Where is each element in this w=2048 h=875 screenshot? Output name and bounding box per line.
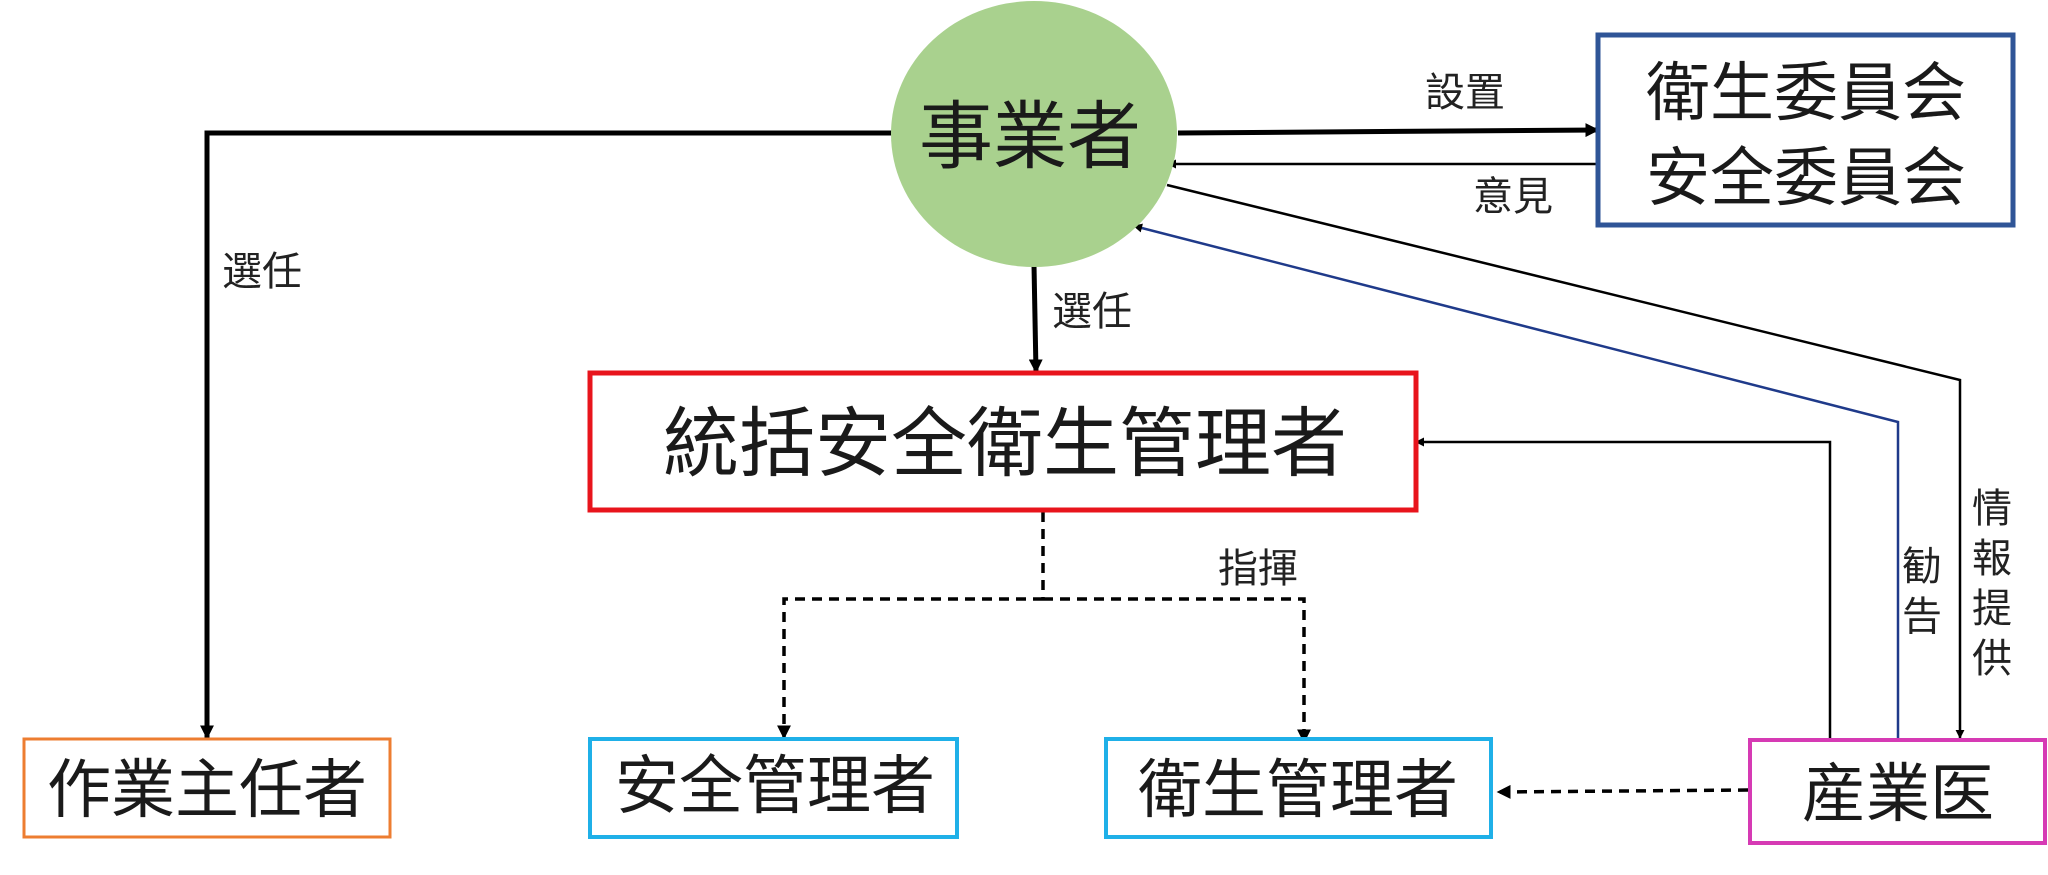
employer-label: 事業者 [919,94,1141,180]
advice-char: 告 [1902,594,1942,640]
work-chief-node: 作業主任者 [22,737,392,839]
advice-arrow [1133,223,1900,738]
install-label: 設置 [1425,70,1505,116]
committee-health-label: 衛生委員会 [1646,57,1966,131]
physician-to-health-manager-arrow [1496,784,1749,799]
general-manager-node: 統括安全衛生管理者 [587,370,1419,513]
safety-manager-box [588,737,959,839]
health-manager-box [1104,737,1493,839]
employer-ellipse [891,1,1177,267]
info-provision-arrow [1166,183,1965,739]
info-char: 提 [1972,586,2012,632]
info-provision-label: 情 報 提 供 [1972,486,2012,682]
general-manager-box [587,370,1419,513]
info-char: 情 [1972,486,2012,532]
industrial-physician-box [1748,738,2047,845]
advice-label: 勧 告 [1902,544,1942,640]
install-arrow [1177,123,1600,138]
safety-manager-node: 安全管理者 [588,737,959,839]
industrial-physician-node: 産業医 [1748,738,2047,845]
health-manager-label: 衛生管理者 [1138,754,1458,828]
appoint-left-label: 選任 [222,249,302,295]
appoint-work-chief-arrow [200,130,892,740]
info-char: 供 [1972,636,2012,682]
physician-to-general-manager-arrow [1415,437,1832,738]
committee-box [1595,32,2016,228]
committee-node: 衛生委員会 安全委員会 [1595,32,2016,228]
command-to-safety-arrow [777,597,1043,740]
appoint-center-label: 選任 [1052,289,1132,335]
employer-node: 事業者 [891,1,1177,267]
opinion-label: 意見 [1473,174,1553,220]
advice-char: 勧 [1902,544,1942,590]
safety-manager-label: 安全管理者 [615,750,935,824]
health-manager-node: 衛生管理者 [1104,737,1493,839]
committee-safety-label: 安全委員会 [1646,142,1966,216]
work-chief-box [22,737,392,839]
work-chief-label: 作業主任者 [47,754,367,828]
appoint-general-manager-arrow [1028,264,1043,374]
command-label: 指揮 [1218,546,1298,592]
command-to-health-arrow [1043,597,1311,744]
general-manager-label: 統括安全衛生管理者 [663,399,1347,488]
info-char: 報 [1972,536,2012,582]
industrial-physician-label: 産業医 [1802,758,1994,832]
